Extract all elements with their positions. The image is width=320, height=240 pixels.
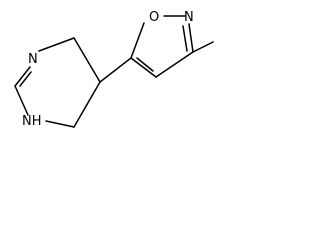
bond-c2-c3 <box>73 81 101 128</box>
bond-c5-o <box>130 22 145 59</box>
pyrimidine-nitrogen-top-label: N <box>28 52 38 67</box>
bond-n1-c1-double <box>19 71 32 87</box>
chemical-structure-svg: O N N NH <box>14 10 214 129</box>
bond-c4-c5 <box>130 57 157 78</box>
bond-c1-nh <box>14 85 29 116</box>
bond-methyl <box>192 41 214 53</box>
bond-c4-n1 <box>38 37 75 52</box>
bond-n1-c1 <box>14 66 31 87</box>
bond-nh-c2 <box>45 120 75 128</box>
isoxazole-nitrogen-label: N <box>184 10 194 25</box>
bond-c4-c5-double <box>136 57 154 72</box>
molecule-diagram: O N N NH <box>0 0 218 156</box>
pyrimidine-nitrogen-bottom-label: NH <box>22 114 42 129</box>
bond-n-c3-double <box>182 25 188 52</box>
bond-n-c3 <box>188 23 194 53</box>
oxygen-label: O <box>149 10 159 25</box>
bond-c3-c5 <box>99 57 132 83</box>
bond-c3-c4 <box>73 37 101 83</box>
bond-c3-c4-ring <box>155 51 194 78</box>
